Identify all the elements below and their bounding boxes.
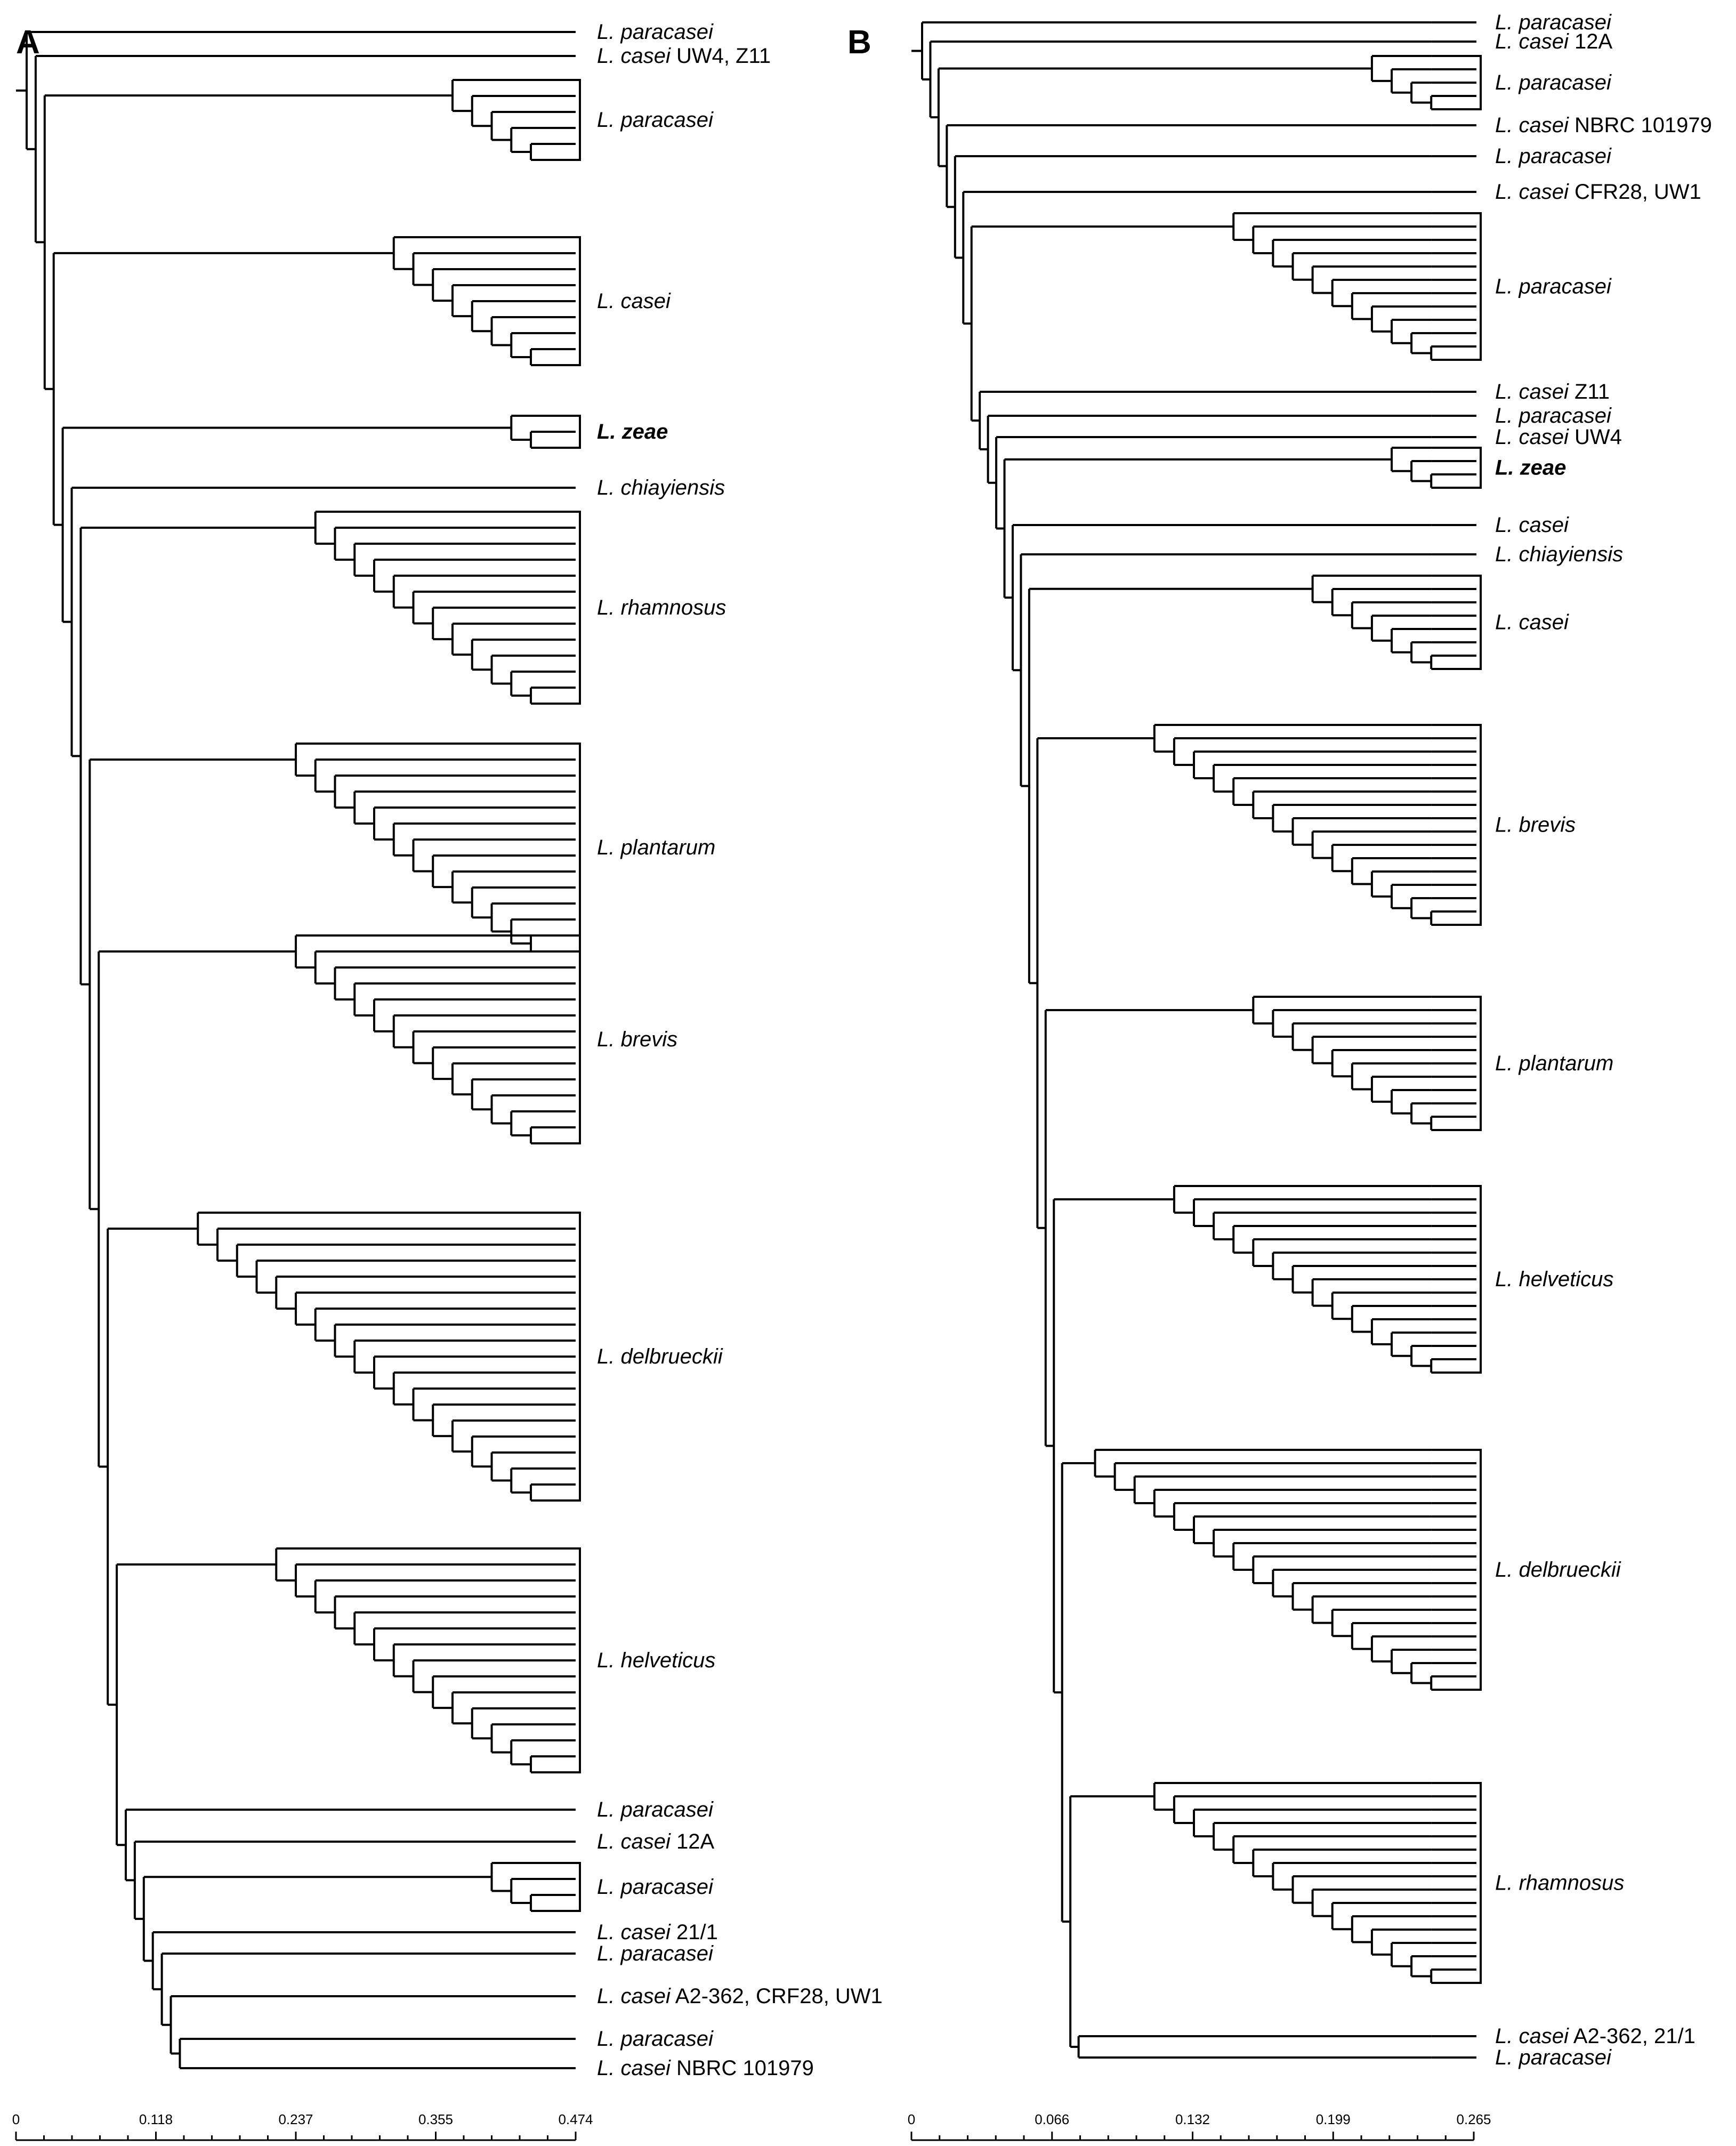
- panel-letter: A: [16, 24, 40, 61]
- taxon-label: L. paracasei: [1495, 11, 1612, 34]
- taxon-label: L. paracasei: [597, 2027, 714, 2051]
- clade-bracket: [576, 743, 581, 953]
- taxon-label: L. paracasei: [1495, 71, 1612, 94]
- taxon-label: L. casei Z11: [1495, 380, 1610, 404]
- taxon-label: L. casei: [1495, 611, 1569, 634]
- clade-bracket: [1476, 447, 1482, 489]
- taxon-label: L. casei 12A: [597, 1830, 714, 1853]
- clade-bracket: [1476, 212, 1482, 361]
- taxon-label: L. chiayiensis: [1495, 543, 1623, 566]
- clade-bracket: [1476, 55, 1482, 110]
- scale-tick-label: 0: [908, 2111, 915, 2127]
- taxon-label: L. casei A2-362, CRF28, UW1: [597, 1984, 883, 2008]
- taxon-label: L. zeae: [1495, 456, 1566, 480]
- scale-tick-label: 0.355: [418, 2111, 453, 2127]
- taxon-label: L. brevis: [1495, 813, 1576, 837]
- clade-bracket: [576, 511, 581, 705]
- taxon-label: L. casei 21/1: [597, 1921, 718, 1944]
- clade: [295, 934, 581, 1144]
- clade-bracket: [576, 236, 581, 366]
- clade: [295, 743, 581, 953]
- clade: [1094, 1449, 1482, 1691]
- clade: [510, 415, 581, 449]
- taxon-label: L. paracasei: [597, 1798, 714, 1821]
- taxon-label: L. rhamnosus: [597, 596, 726, 619]
- taxon-label: L. delbrueckii: [597, 1345, 723, 1368]
- scale-tick-label: 0.199: [1316, 2111, 1351, 2127]
- clade: [1252, 996, 1482, 1131]
- taxon-label: L. chiayiensis: [597, 476, 725, 499]
- clade: [1311, 575, 1482, 670]
- clade: [392, 236, 581, 366]
- clade-bracket: [576, 1862, 581, 1912]
- clade-bracket: [1476, 996, 1482, 1131]
- taxon-label: L. casei UW4: [1495, 425, 1622, 449]
- scale-tick-label: 0.132: [1175, 2111, 1210, 2127]
- taxon-label: L. casei CFR28, UW1: [1495, 180, 1701, 204]
- scale-tick-label: 0: [12, 2111, 20, 2127]
- taxon-label: L. casei: [1495, 513, 1569, 537]
- scale-tick-label: 0.265: [1456, 2111, 1491, 2127]
- panel-letter: B: [847, 24, 871, 61]
- taxon-label: L. paracasei: [1495, 404, 1612, 427]
- scale-tick-label: 0.066: [1035, 2111, 1069, 2127]
- clade-bracket: [576, 934, 581, 1144]
- taxon-label: L. brevis: [597, 1028, 677, 1051]
- taxon-label: L. zeae: [597, 420, 668, 443]
- scale-tick-label: 0.474: [558, 2111, 593, 2127]
- taxon-label: L. casei A2-362, 21/1: [1495, 2024, 1695, 2048]
- clade: [451, 79, 581, 161]
- clade: [275, 1547, 581, 1773]
- taxon-label: L. paracasei: [1495, 144, 1612, 168]
- clade: [197, 1212, 581, 1502]
- taxon-label: L. paracasei: [597, 1875, 714, 1899]
- clade: [1232, 212, 1482, 361]
- clade-bracket: [1476, 575, 1482, 670]
- taxon-label: L. plantarum: [597, 836, 715, 859]
- taxon-label: L. delbrueckii: [1495, 1558, 1621, 1582]
- scale-tick-label: 0.118: [139, 2111, 173, 2127]
- clade: [314, 511, 581, 705]
- clade-bracket: [1476, 1782, 1482, 1984]
- taxon-label: L. plantarum: [1495, 1052, 1613, 1075]
- clade-bracket: [1476, 1449, 1482, 1691]
- clade: [490, 1862, 581, 1912]
- clade-bracket: [1476, 724, 1482, 926]
- taxon-label: L. casei UW4, Z11: [597, 44, 771, 68]
- taxon-label: L. casei NBRC 101979: [1495, 114, 1712, 137]
- taxon-label: L. casei: [597, 289, 671, 313]
- clade: [1153, 1782, 1482, 1984]
- scale-tick-label: 0.237: [278, 2111, 313, 2127]
- clade-bracket: [576, 1212, 581, 1502]
- clade-bracket: [576, 79, 581, 161]
- clade-bracket: [576, 415, 581, 449]
- clade-bracket: [1476, 1185, 1482, 1374]
- taxon-label: L. paracasei: [1495, 2046, 1612, 2069]
- taxon-label: L. paracasei: [597, 108, 714, 132]
- taxon-label: L. paracasei: [597, 20, 714, 44]
- clade: [1173, 1185, 1482, 1374]
- clade-bracket: [576, 1547, 581, 1773]
- taxon-label: L. paracasei: [597, 1942, 714, 1965]
- taxon-label: L. paracasei: [1495, 275, 1612, 298]
- taxon-label: L. rhamnosus: [1495, 1871, 1624, 1895]
- taxon-label: L. casei 12A: [1495, 30, 1612, 53]
- clade: [1391, 447, 1482, 489]
- clade: [1153, 724, 1482, 926]
- taxon-label: L. helveticus: [597, 1649, 715, 1672]
- taxon-label: L. casei NBRC 101979: [597, 2056, 814, 2080]
- taxon-label: L. helveticus: [1495, 1268, 1613, 1291]
- clade: [1370, 55, 1482, 110]
